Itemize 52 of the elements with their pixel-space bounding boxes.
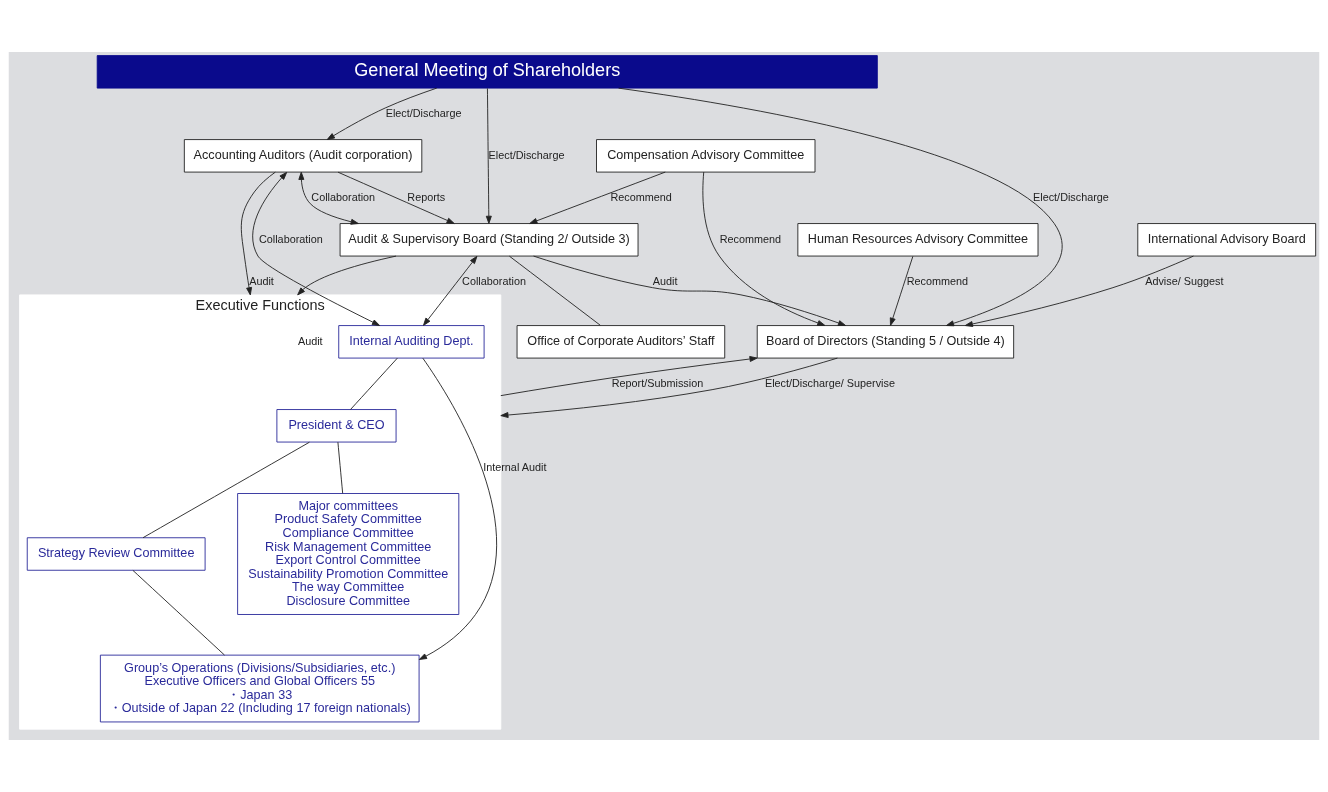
arrow xyxy=(423,255,478,326)
node-box: Accounting Auditors (Audit corporation) xyxy=(183,139,423,173)
edge-label: Recommend xyxy=(906,274,969,287)
node-box: Major committees Product Safety Committee Compliance Committee Risk Management Committee Export Control Committee Sustainability Promotion Committee The way Committee Disclosure Committee xyxy=(237,493,460,615)
connector xyxy=(350,357,398,410)
edge-label: Internal Audit xyxy=(483,460,547,473)
edge-label: Audit xyxy=(297,334,323,347)
arrow xyxy=(964,255,1194,327)
arrow xyxy=(337,171,455,224)
arrow xyxy=(702,171,826,326)
arrow xyxy=(297,255,397,296)
arrow xyxy=(252,171,381,326)
arrow xyxy=(618,87,1063,327)
arrow xyxy=(500,356,758,397)
edge-label: Reports xyxy=(407,190,446,203)
arrow xyxy=(418,357,498,660)
arrow xyxy=(533,255,847,326)
edge-label: Advise/ Suggest xyxy=(1145,274,1224,287)
arrow xyxy=(298,171,359,225)
connector xyxy=(132,569,225,656)
edge-label: Audit xyxy=(652,274,678,287)
node-box: General Meeting of Shareholders xyxy=(96,55,878,89)
node-box: Board of Directors (Standing 5 / Outside 4) xyxy=(756,325,1015,359)
node-box: International Advisory Board xyxy=(1137,223,1317,257)
arrow xyxy=(500,357,838,418)
edge-label: Elect/Discharge/ Supervise xyxy=(764,376,895,389)
node-box: Group’s Operations (Divisions/Subsidiaries, etc.) Executive Officers and Global Officers 55 ・Japan 33 ・Outside of Japan 22 (Including 17 foreign nationals) xyxy=(99,654,420,723)
edge-label: Elect/Discharge xyxy=(1033,190,1109,203)
arrow xyxy=(889,255,914,326)
node-box: Compensation Advisory Committee xyxy=(596,139,816,173)
edge-label: Recommend xyxy=(610,190,672,203)
arrow xyxy=(485,87,492,224)
edge-label: Elect/Discharge xyxy=(488,148,565,161)
edge-label: Elect/Discharge xyxy=(385,106,462,119)
node-box: President & CEO xyxy=(276,409,397,443)
connector xyxy=(508,255,601,326)
node-box: Internal Auditing Dept. xyxy=(338,325,485,359)
node-box: Office of Corporate Auditors’ Staff xyxy=(516,325,726,359)
connector xyxy=(142,441,310,539)
edge-label: Recommend xyxy=(719,232,782,245)
node-box: Strategy Review Committee xyxy=(26,537,206,571)
edge-label: Collaboration xyxy=(258,232,323,245)
arrow xyxy=(240,171,276,296)
arrow xyxy=(326,87,438,140)
edge-label: Audit xyxy=(249,274,274,287)
edge-label: Collaboration xyxy=(462,274,526,287)
edge-label: Report/Submission xyxy=(611,376,704,389)
edge-label: Collaboration xyxy=(311,190,376,203)
arrow xyxy=(529,171,666,224)
node-box: Audit & Supervisory Board (Standing 2/ Outside 3) xyxy=(339,223,639,257)
node-box: Human Resources Advisory Committee xyxy=(797,223,1039,257)
connector xyxy=(337,441,344,494)
